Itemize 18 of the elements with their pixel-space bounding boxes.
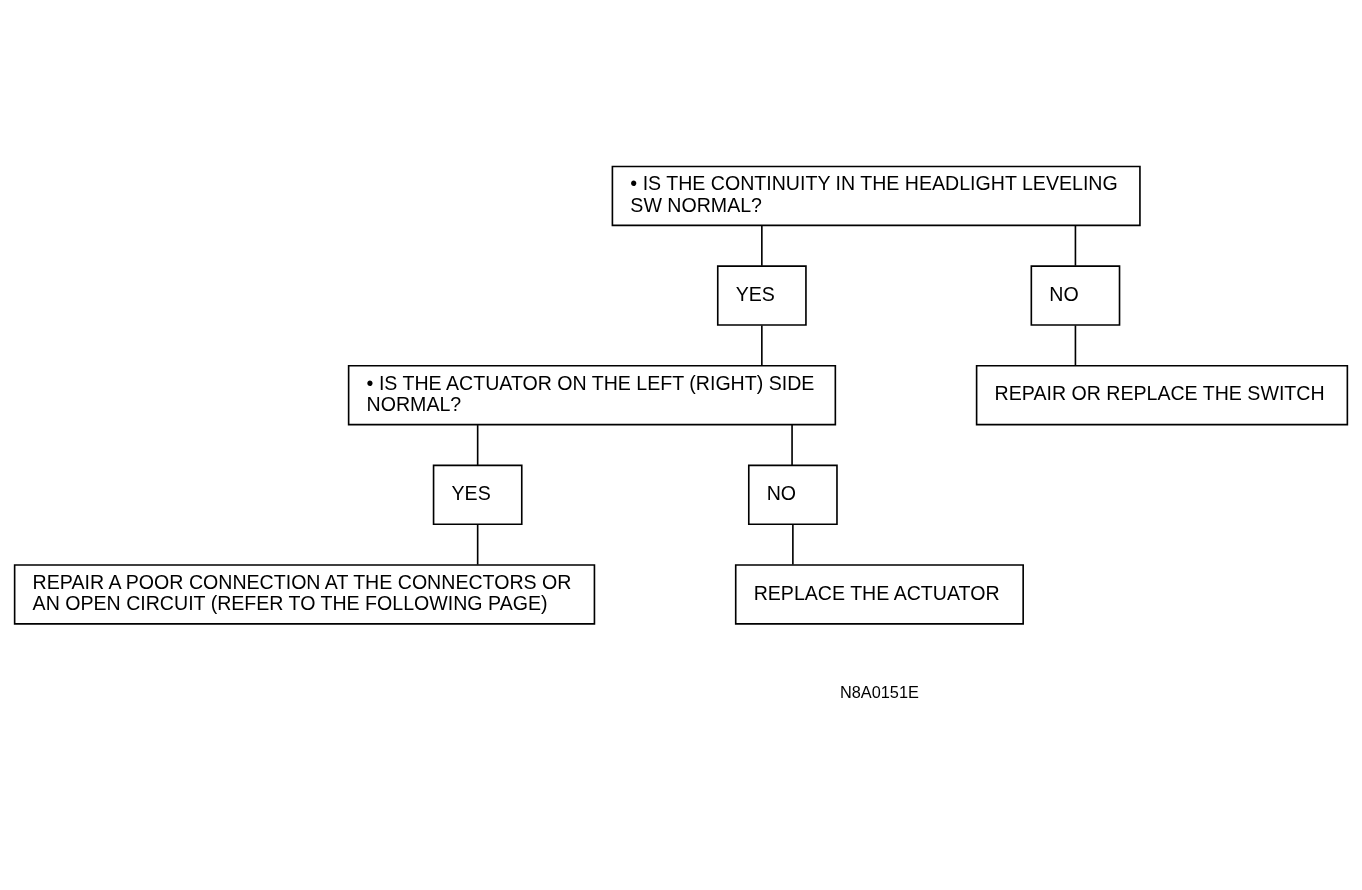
- node-box: YES: [432, 464, 523, 526]
- node-box: NO: [747, 464, 838, 526]
- connector: [792, 523, 794, 566]
- label: N8A0151E: [839, 683, 919, 702]
- connector: [1074, 225, 1077, 267]
- connector: [761, 225, 763, 267]
- node-box: REPAIR A POOR CONNECTION AT THE CONNECTORS OR AN OPEN CIRCUIT (REFER TO THE FOLLOWING PAGE): [13, 564, 596, 625]
- connector: [1074, 324, 1077, 367]
- node-box: • IS THE CONTINUITY IN THE HEADLIGHT LEVELING SW NORMAL?: [611, 165, 1141, 227]
- connector: [761, 324, 763, 367]
- connector: [476, 424, 479, 466]
- node-box: NO: [1030, 265, 1121, 326]
- node-box: • IS THE ACTUATOR ON THE LEFT (RIGHT) SIDE NORMAL?: [347, 364, 837, 426]
- connector: [791, 424, 793, 466]
- node-box: REPLACE THE ACTUATOR: [734, 564, 1024, 625]
- node-box: YES: [716, 265, 807, 326]
- connector: [476, 523, 479, 566]
- node-box: REPAIR OR REPLACE THE SWITCH: [975, 364, 1349, 426]
